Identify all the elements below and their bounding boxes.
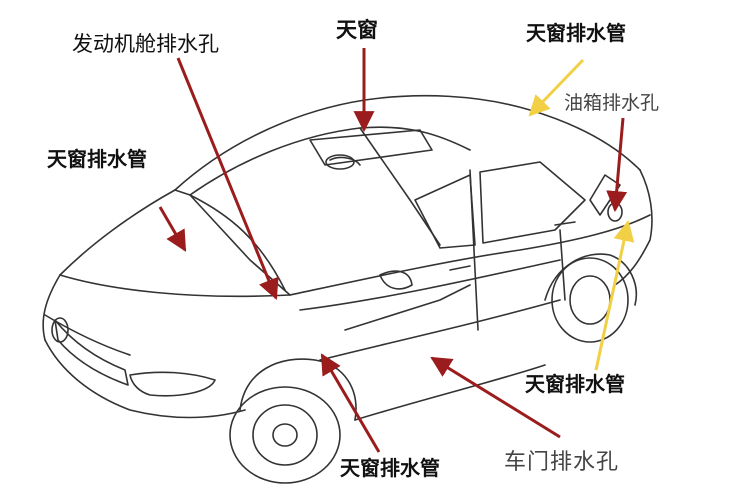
label-engine-drain: 发动机舱排水孔: [72, 32, 219, 56]
yellow-arrows: [528, 58, 635, 371]
arrow-rear-tube: [594, 219, 635, 371]
label-sunroof-drain-rear: 天窗排水管: [525, 372, 625, 396]
label-sunroof-drain-left: 天窗排水管: [47, 147, 147, 171]
arrow-top-right-tube: [528, 58, 585, 117]
car-body: [42, 94, 653, 484]
label-fuel-tank-drain: 油箱排水孔: [564, 92, 660, 114]
arrow-left-tube: [158, 206, 187, 252]
label-sunroof-drain-bottom: 天窗排水管: [340, 456, 440, 480]
red-arrows: [158, 48, 628, 453]
label-sunroof-drain-top-right: 天窗排水管: [526, 21, 626, 45]
label-sunroof: 天窗: [336, 18, 378, 42]
arrow-fuel-drain: [606, 117, 628, 213]
label-door-drain: 车门排水孔: [504, 450, 620, 475]
arrow-engine-drain: [176, 57, 279, 300]
arrow-door-drain: [430, 356, 561, 439]
arrow-bottom-tube: [320, 353, 381, 453]
